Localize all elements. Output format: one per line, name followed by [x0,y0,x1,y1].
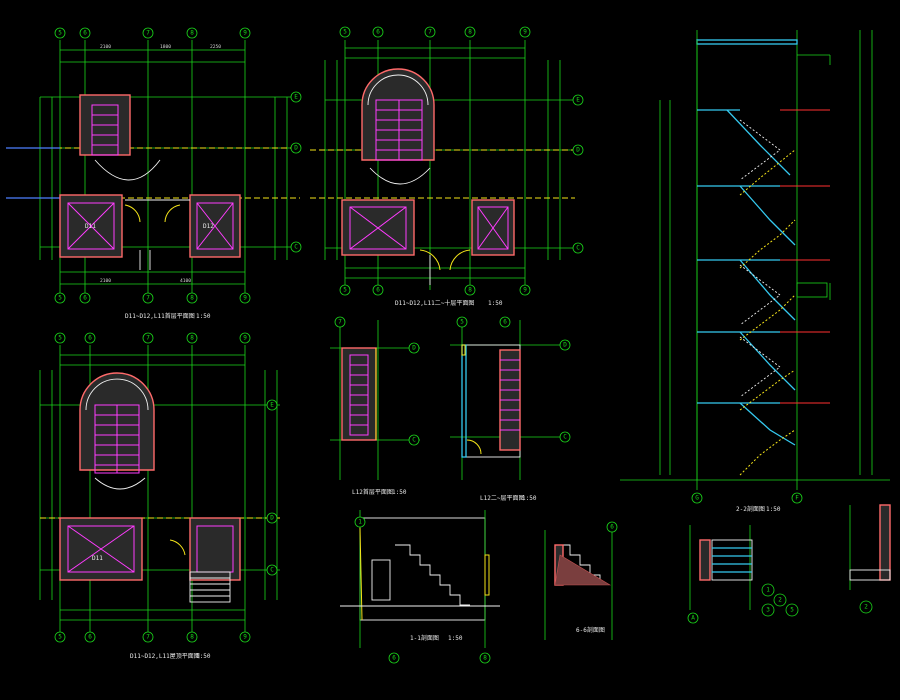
svg-text:5: 5 [58,30,62,37]
svg-text:6: 6 [392,655,396,662]
svg-text:2: 2 [864,604,868,611]
svg-text:E: E [576,97,580,104]
section-1-1: 1 6 8 1-1剖面图 1:50 [340,510,500,664]
svg-text:1: 1 [766,587,770,594]
detail-railing: A 1 2 3 5 [687,525,799,624]
detail-l12-upper: 5 6 D C L12二~层平面图 1:50 [450,316,571,502]
svg-text:D: D [563,342,567,349]
svg-text:7: 7 [146,30,150,37]
svg-text:7: 7 [338,319,342,326]
svg-text:5: 5 [58,335,62,342]
plan-a: 2100 1800 2250 2100 4100 D11 D12 5 6 7 8 9 [6,27,302,320]
section-66-title: 6-6剖面图 [576,626,605,634]
room-label-d12: D12 [203,223,214,230]
svg-text:E: E [270,402,274,409]
svg-text:6: 6 [610,524,614,531]
svg-text:9: 9 [243,634,247,641]
svg-text:2100: 2100 [100,44,111,50]
svg-text:8: 8 [190,634,194,641]
svg-text:F: F [795,495,799,502]
svg-text:2250: 2250 [210,44,221,50]
section-6-6: 6 6-6剖面图 [544,521,618,640]
svg-text:2100: 2100 [100,278,111,284]
plan-b-title: D11~D12,L11二~十层平面图 [395,299,474,307]
svg-text:3: 3 [766,607,770,614]
svg-text:7: 7 [146,295,150,302]
svg-text:8: 8 [190,295,194,302]
svg-text:5: 5 [790,607,794,614]
svg-text:9: 9 [243,295,247,302]
section-11-title: 1-1剖面图 [410,634,439,642]
l12-upper-title: L12二~层平面图 [480,495,524,502]
svg-text:9: 9 [523,29,527,36]
plan-b-scale: 1:50 [488,300,503,307]
svg-text:9: 9 [523,287,527,294]
l12-small-scale: 1:50 [392,489,407,496]
plan-c: D11 5 6 7 8 9 5 6 7 8 9 E D C D11~D12,L1… [39,332,280,660]
svg-text:6: 6 [83,30,87,37]
plan-c-title: D11~D12,L11屋顶平面图 [130,653,200,660]
svg-text:6: 6 [376,29,380,36]
svg-text:6: 6 [88,634,92,641]
svg-text:D: D [412,345,416,352]
svg-text:D: D [294,145,298,152]
svg-text:7: 7 [428,29,432,36]
svg-text:8: 8 [483,655,487,662]
svg-text:5: 5 [58,295,62,302]
svg-text:6: 6 [88,335,92,342]
room-label-d11: D11 [85,223,96,230]
plan-c-scale: 1:50 [196,653,211,660]
section-22-scale: 1:50 [766,506,781,513]
svg-text:6: 6 [376,287,380,294]
plan-a-title: D11~D12,L11首层平面图 [125,312,195,320]
l12-small-title: L12首层平面图 [352,488,393,496]
svg-text:E: E [294,94,298,101]
svg-text:C: C [412,437,416,444]
bubble-5 [54,292,66,304]
svg-text:5: 5 [58,634,62,641]
svg-text:4100: 4100 [180,278,191,284]
svg-text:D: D [576,147,580,154]
svg-text:1: 1 [358,519,362,526]
svg-text:9: 9 [243,335,247,342]
svg-text:A: A [691,615,695,622]
svg-text:C: C [294,244,298,251]
detail-l12-small: 7 D C L12首层平面图 1:50 [330,316,420,496]
svg-text:G: G [695,495,699,502]
section-22-title: 2-2剖面图 [736,505,765,513]
svg-text:C: C [270,567,274,574]
svg-text:6: 6 [83,295,87,302]
svg-text:8: 8 [468,29,472,36]
svg-text:1800: 1800 [160,44,171,50]
svg-text:C: C [576,245,580,252]
svg-text:5: 5 [343,287,347,294]
plan-a-scale: 1:50 [196,313,211,320]
room-label-d11-roof: D11 [92,555,103,562]
plan-b: 5 6 7 8 9 5 6 8 9 E D C D11~D12,L11二~十层平… [310,26,584,307]
svg-text:5: 5 [460,319,464,326]
svg-text:7: 7 [146,634,150,641]
svg-text:8: 8 [468,287,472,294]
svg-text:D: D [270,515,274,522]
detail-parapet: 2 [849,504,891,614]
section-11-scale: 1:50 [448,635,463,642]
svg-text:8: 8 [190,30,194,37]
svg-text:5: 5 [343,29,347,36]
svg-text:8: 8 [190,335,194,342]
svg-text:9: 9 [243,30,247,37]
l12-upper-scale: 1:50 [522,495,537,502]
svg-text:2: 2 [778,597,782,604]
svg-text:C: C [563,434,567,441]
section-2-2: G F 2-2剖面图 1:50 [620,30,890,513]
svg-text:6: 6 [503,319,507,326]
svg-text:7: 7 [146,335,150,342]
